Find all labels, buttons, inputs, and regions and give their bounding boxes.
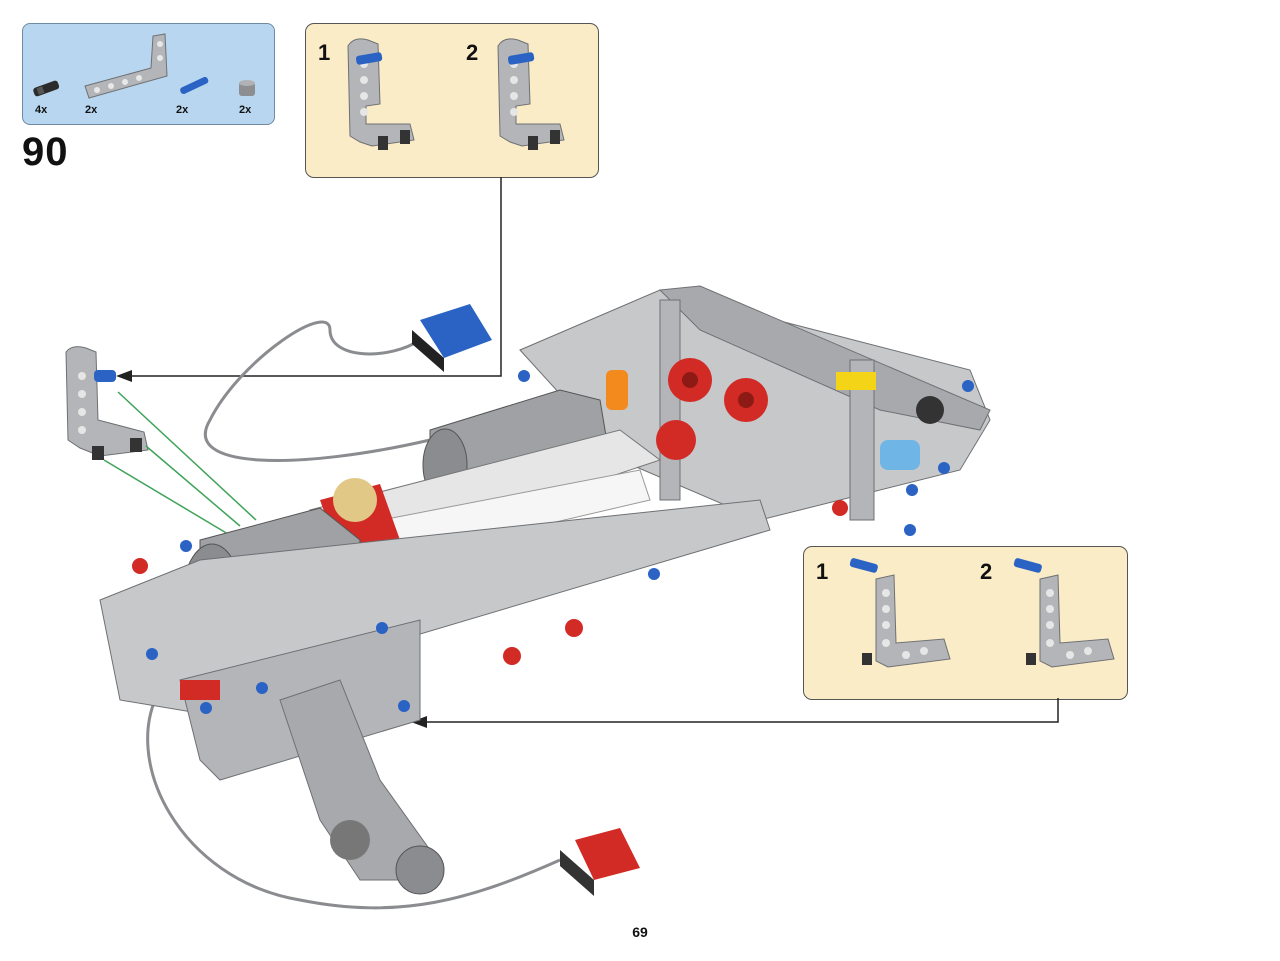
chassis-assembly (99, 285, 991, 895)
cable-icon (146, 320, 561, 910)
callout-arrow-top (116, 177, 502, 382)
part-qty: 2x (239, 104, 252, 116)
assembly-guide-lines (103, 391, 257, 535)
step-number: 90 (22, 130, 69, 174)
grey-bush-icon (239, 80, 255, 96)
substep-label: 2 (466, 40, 479, 65)
part-qty: 2x (176, 104, 189, 116)
parts-list-box: 4x 2x 2x 2x (22, 23, 275, 125)
part-qty: 2x (85, 104, 98, 116)
callout-arrow-right (411, 698, 1059, 728)
l-beam-with-pin-icon (1013, 558, 1115, 668)
grey-l-beam-icon (84, 33, 168, 99)
subassembly-right-box: 1 2 (803, 546, 1128, 700)
l-beam-with-pin-icon (497, 38, 565, 150)
black-friction-pin-icon (33, 80, 60, 97)
l-beam-with-pin-icon (849, 558, 951, 668)
l-beam-icon (65, 346, 149, 460)
substep-label: 1 (816, 559, 829, 584)
substep-label: 1 (318, 40, 331, 65)
substep-label: 2 (980, 559, 993, 584)
part-qty: 4x (35, 104, 48, 116)
l-beam-with-pin-icon (347, 38, 415, 150)
blue-connector-icon (412, 304, 492, 372)
red-connector-icon (560, 828, 640, 896)
page-number: 69 (632, 924, 648, 940)
subassembly-top-box: 1 2 (305, 23, 599, 178)
blue-axle-pin-icon (180, 76, 209, 94)
